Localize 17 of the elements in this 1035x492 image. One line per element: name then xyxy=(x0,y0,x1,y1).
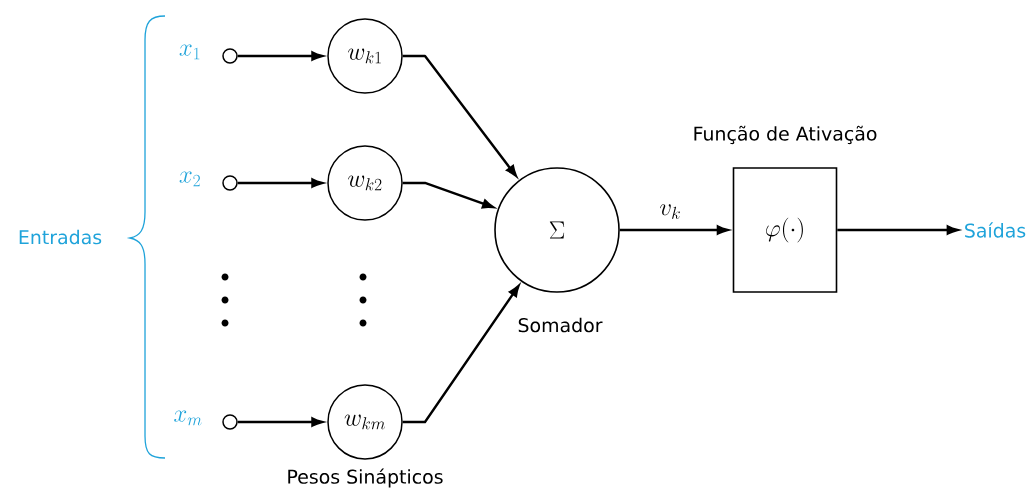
input-label: $x_1$ xyxy=(179,44,200,60)
edge-label: $v_k$ xyxy=(660,204,680,219)
arrow xyxy=(237,51,324,61)
arrow xyxy=(237,417,324,427)
block-title: Função de Ativação xyxy=(694,125,877,145)
activation-box: $\varphi(\cdot)$ xyxy=(732,167,838,293)
arrow xyxy=(237,178,324,188)
output-label: Saídas xyxy=(965,222,1026,238)
input-terminal xyxy=(222,175,238,191)
input-terminal xyxy=(222,414,238,430)
group-label: Entradas xyxy=(19,229,102,245)
node-caption: Somador xyxy=(518,317,603,333)
input-label: $x_2$ xyxy=(179,171,200,187)
arrow xyxy=(402,54,517,177)
input-label: $x_m$ xyxy=(174,410,202,426)
arrow xyxy=(402,284,520,424)
input-terminal xyxy=(222,48,238,64)
